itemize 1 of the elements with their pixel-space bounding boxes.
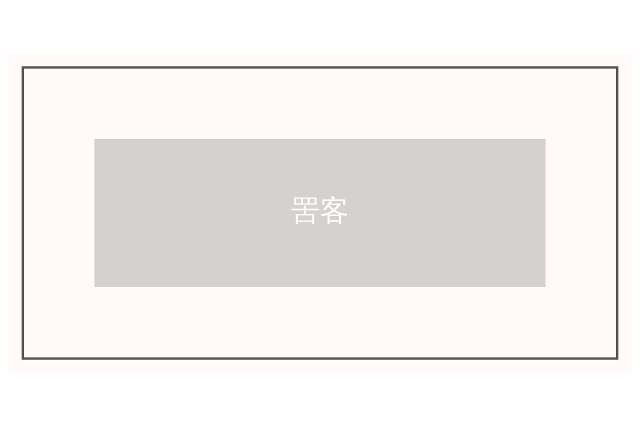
- cluster: [22, 66, 618, 360]
